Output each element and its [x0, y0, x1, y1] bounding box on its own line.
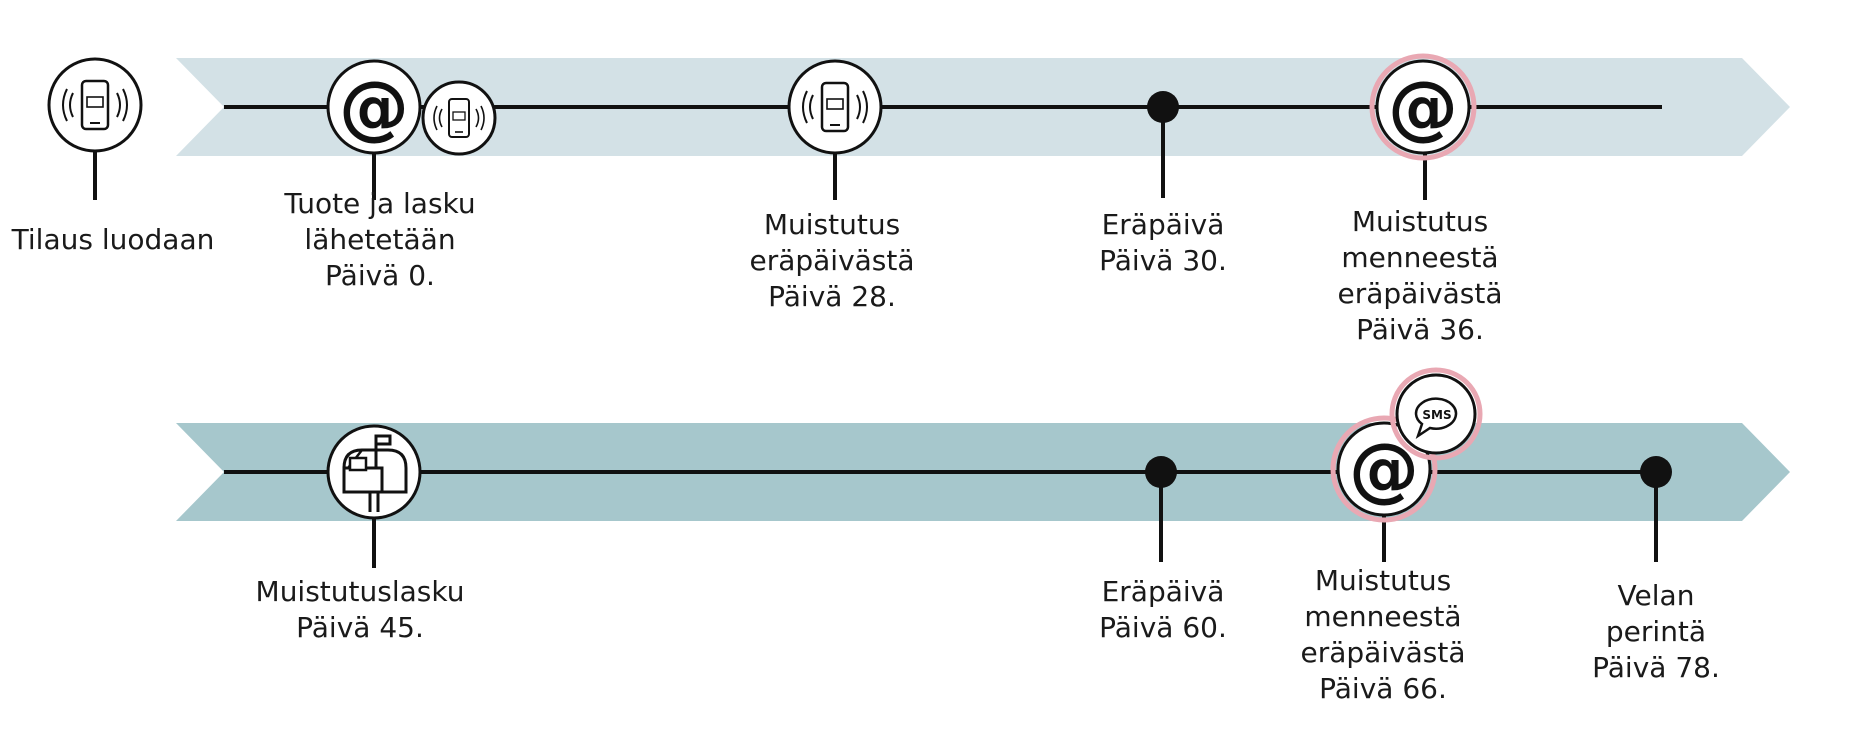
- label-line: Päivä 0.: [325, 259, 435, 292]
- dot-marker: [1640, 456, 1672, 488]
- label-muistutus-66: Muistutus menneestä eräpäivästä Päivä 66…: [1300, 563, 1465, 707]
- label-erapaiva-60: Eräpäivä Päivä 60.: [1099, 574, 1227, 646]
- event-tilaus-luodaan: [47, 57, 143, 200]
- label-line: Päivä 45.: [296, 611, 424, 644]
- event-muistutus-36: @: [1369, 53, 1477, 200]
- label-tilaus-luodaan: Tilaus luodaan: [12, 222, 215, 258]
- label-line: Eräpäivä: [1101, 208, 1225, 241]
- label-line: lähetetään: [304, 223, 456, 256]
- label-line: Tilaus luodaan: [11, 223, 215, 256]
- svg-text:@: @: [339, 66, 409, 148]
- sms-icon: SMS: [1389, 367, 1483, 461]
- email-at-icon: @: [326, 59, 422, 155]
- label-line: perintä: [1605, 615, 1707, 648]
- label-line: Eräpäivä: [1101, 575, 1225, 608]
- event-muistutus-28: [787, 59, 883, 200]
- label-line: Muistutus: [1351, 205, 1489, 238]
- label-line: Päivä 28.: [768, 280, 896, 313]
- phone-icon: [787, 59, 883, 155]
- label-erapaiva-30: Eräpäivä Päivä 30.: [1099, 207, 1227, 279]
- label-line: Tuote ja lasku: [284, 187, 476, 220]
- label-line: eräpäivästä: [749, 244, 915, 277]
- label-line: Päivä 78.: [1592, 651, 1720, 684]
- label-line: Muistutus: [763, 208, 901, 241]
- dot-marker: [1147, 91, 1179, 123]
- event-muistutuslasku-45: [326, 424, 422, 568]
- label-line: eräpäivästä: [1300, 636, 1466, 669]
- svg-text:@: @: [1388, 66, 1458, 148]
- phone-icon: [47, 57, 143, 153]
- label-line: Päivä 66.: [1319, 672, 1447, 705]
- label-line: Päivä 30.: [1099, 244, 1227, 277]
- email-at-icon: @: [1369, 53, 1477, 161]
- event-erapaiva-30: [1147, 91, 1179, 198]
- phone-icon: [421, 80, 497, 156]
- event-tuote-ja-lasku: @: [326, 59, 497, 200]
- label-line: eräpäivästä: [1337, 277, 1503, 310]
- label-line: Päivä 60.: [1099, 611, 1227, 644]
- label-tuote-ja-lasku: Tuote ja lasku lähetetään Päivä 0.: [284, 186, 475, 294]
- label-line: Velan: [1617, 579, 1695, 612]
- label-line: menneestä: [1304, 600, 1462, 633]
- label-line: Muistutuslasku: [255, 575, 465, 608]
- label-velan-perinta-78: Velan perintä Päivä 78.: [1592, 578, 1720, 686]
- event-erapaiva-60: [1145, 456, 1177, 562]
- mailbox-icon: [326, 424, 422, 520]
- label-muistutus-28: Muistutus eräpäivästä Päivä 28.: [749, 207, 914, 315]
- label-line: Muistutus: [1314, 564, 1452, 597]
- label-muistutus-36: Muistutus menneestä eräpäivästä Päivä 36…: [1337, 204, 1502, 348]
- event-muistutus-66: @ SMS: [1330, 367, 1483, 562]
- label-muistutuslasku-45: Muistutuslasku Päivä 45.: [256, 574, 465, 646]
- label-line: Päivä 36.: [1356, 313, 1484, 346]
- label-line: menneestä: [1341, 241, 1499, 274]
- dot-marker: [1145, 456, 1177, 488]
- event-velan-perinta-78: [1640, 456, 1672, 562]
- sms-label: SMS: [1422, 408, 1451, 422]
